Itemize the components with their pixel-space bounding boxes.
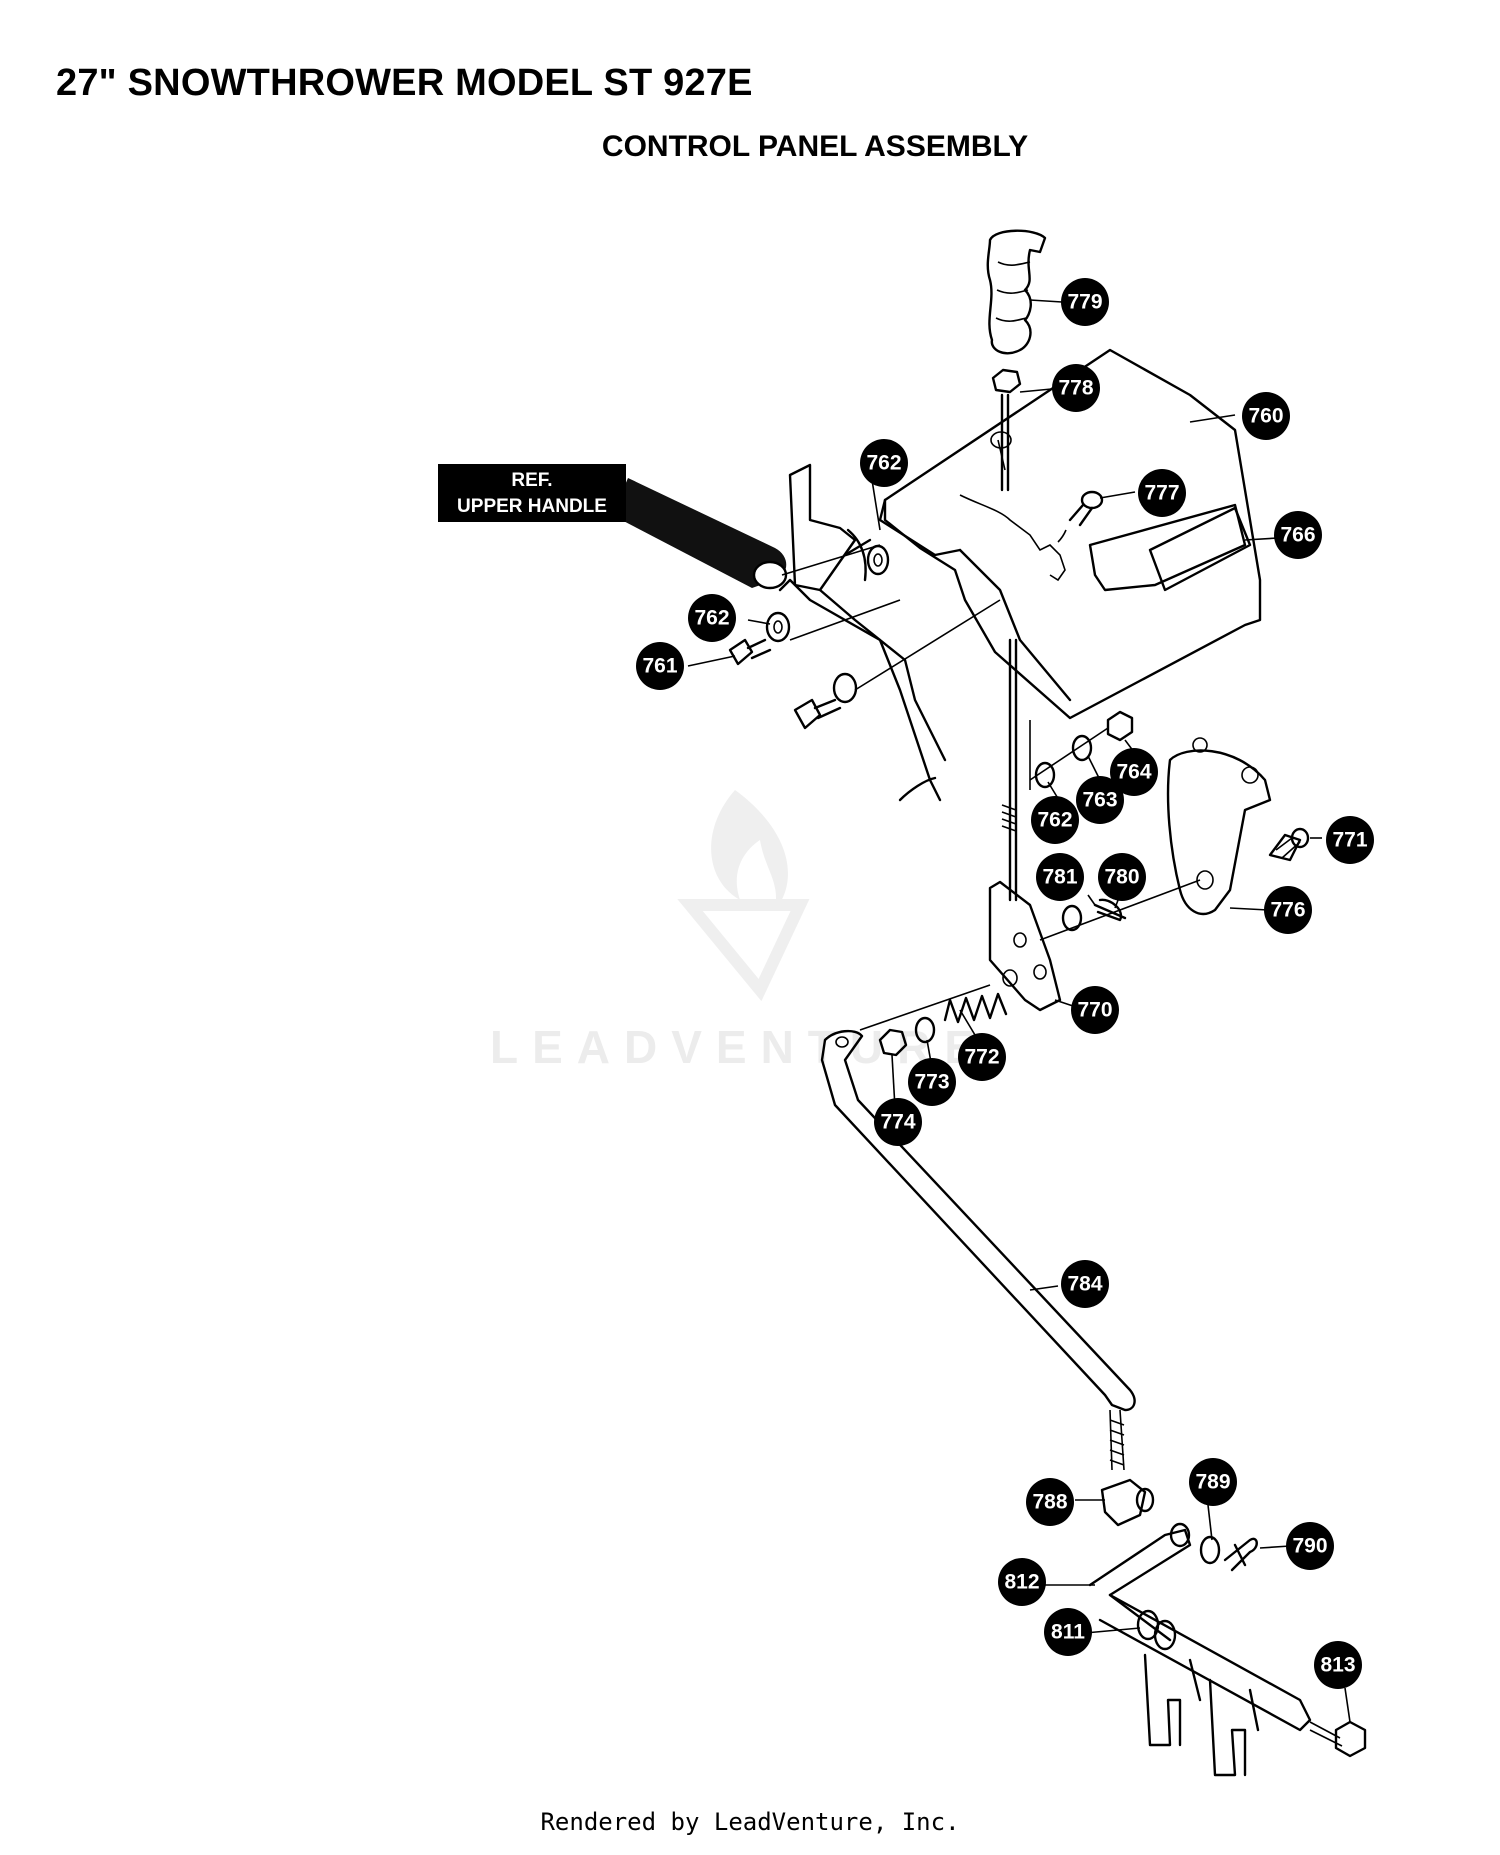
svg-text:811: 811	[1051, 1621, 1085, 1644]
nut-813	[1334, 1720, 1367, 1758]
callout-776: 776	[1264, 886, 1312, 934]
callout-784: 784	[1061, 1260, 1109, 1308]
svg-text:788: 788	[1032, 1491, 1067, 1514]
shift-knob-779	[986, 229, 1047, 355]
hairpin-clip-780	[1093, 898, 1127, 922]
pivot-bracket-770	[988, 880, 1062, 1012]
handle-bracket	[778, 463, 947, 802]
callout-812: 812	[998, 1558, 1046, 1606]
svg-text:813: 813	[1320, 1654, 1355, 1677]
washer-773	[914, 1016, 936, 1044]
svg-text:778: 778	[1058, 377, 1093, 400]
page-title: 27" SNOWTHROWER MODEL ST 927E	[56, 62, 753, 104]
svg-text:762: 762	[866, 452, 901, 475]
ferrule-788	[1100, 1478, 1155, 1527]
washer-789	[1199, 1535, 1221, 1565]
bolt-lower-left	[793, 672, 858, 730]
bolt-761	[728, 638, 772, 666]
washer-762-right	[1034, 761, 1056, 789]
hairpin-790	[1223, 1537, 1258, 1572]
svg-text:790: 790	[1292, 1535, 1327, 1558]
nut-774	[878, 1028, 908, 1057]
callout-811: 811	[1044, 1608, 1092, 1656]
washer-781	[1061, 904, 1083, 932]
svg-text:774: 774	[880, 1111, 915, 1134]
callout-779: 779	[1061, 278, 1109, 326]
callout-leaders	[687, 299, 1351, 1723]
callout-789: 789	[1189, 1458, 1237, 1506]
svg-text:761: 761	[642, 655, 677, 678]
callout-773: 773	[908, 1058, 956, 1106]
shift-rod	[1000, 393, 1018, 902]
callout-778: 778	[1052, 364, 1100, 412]
callout-762-c: 762	[1031, 796, 1079, 844]
control-panel-760	[878, 348, 1262, 720]
ref-label-line2: UPPER HANDLE	[457, 496, 607, 517]
lockwasher-763	[1071, 734, 1093, 762]
callout-761: 761	[636, 642, 684, 690]
svg-text:770: 770	[1077, 999, 1112, 1022]
svg-text:776: 776	[1270, 899, 1305, 922]
shift-arm-812	[1088, 1522, 1192, 1642]
callout-781: 781	[1036, 853, 1084, 901]
washer-762-upper	[866, 544, 890, 576]
bracket-plate-776	[1166, 737, 1272, 916]
svg-text:766: 766	[1280, 524, 1315, 547]
svg-text:773: 773	[914, 1071, 949, 1094]
callout-764: 764	[1110, 748, 1158, 796]
nut-764	[1106, 710, 1134, 742]
bolt-771	[1268, 827, 1310, 862]
upper-handle-grip	[612, 478, 788, 590]
callout-762-b: 762	[688, 594, 736, 642]
ref-label-line1: REF.	[511, 470, 553, 491]
svg-text:779: 779	[1067, 291, 1102, 314]
callout-763: 763	[1076, 776, 1124, 824]
shaft-811	[1098, 1593, 1343, 1777]
svg-text:784: 784	[1067, 1273, 1102, 1296]
callout-771: 771	[1326, 816, 1374, 864]
watermark-logo	[677, 790, 810, 1002]
svg-text:777: 777	[1144, 482, 1179, 505]
callout-780: 780	[1098, 853, 1146, 901]
svg-text:764: 764	[1116, 761, 1151, 784]
hex-nut-778	[991, 368, 1022, 394]
svg-text:780: 780	[1104, 866, 1139, 889]
callout-766: 766	[1274, 511, 1322, 559]
callout-774: 774	[874, 1098, 922, 1146]
footer-credit: Rendered by LeadVenture, Inc.	[540, 1808, 960, 1836]
callout-788: 788	[1026, 1478, 1074, 1526]
svg-text:789: 789	[1195, 1471, 1230, 1494]
callout-777: 777	[1138, 469, 1186, 517]
svg-text:762: 762	[694, 607, 729, 630]
spring-772	[943, 992, 1008, 1024]
svg-text:781: 781	[1042, 866, 1077, 889]
spring-clip	[843, 528, 872, 582]
assembly-subtitle: CONTROL PANEL ASSEMBLY	[601, 130, 1029, 163]
bolt-777	[1057, 490, 1104, 543]
callout-760: 760	[1242, 392, 1290, 440]
callout-762-a: 762	[860, 439, 908, 487]
svg-text:760: 760	[1248, 405, 1283, 428]
svg-text:763: 763	[1082, 789, 1117, 812]
callout-770: 770	[1071, 986, 1119, 1034]
callout-790: 790	[1286, 1522, 1334, 1570]
washer-762-left	[765, 611, 791, 643]
callout-813: 813	[1314, 1641, 1362, 1689]
svg-text:772: 772	[964, 1046, 999, 1069]
ref-upper-handle-label: REF. UPPER HANDLE	[438, 464, 626, 522]
svg-text:812: 812	[1004, 1571, 1039, 1594]
callout-772: 772	[958, 1033, 1006, 1081]
svg-text:771: 771	[1332, 829, 1367, 852]
shift-rod-784	[820, 1029, 1136, 1471]
svg-text:762: 762	[1037, 809, 1072, 832]
